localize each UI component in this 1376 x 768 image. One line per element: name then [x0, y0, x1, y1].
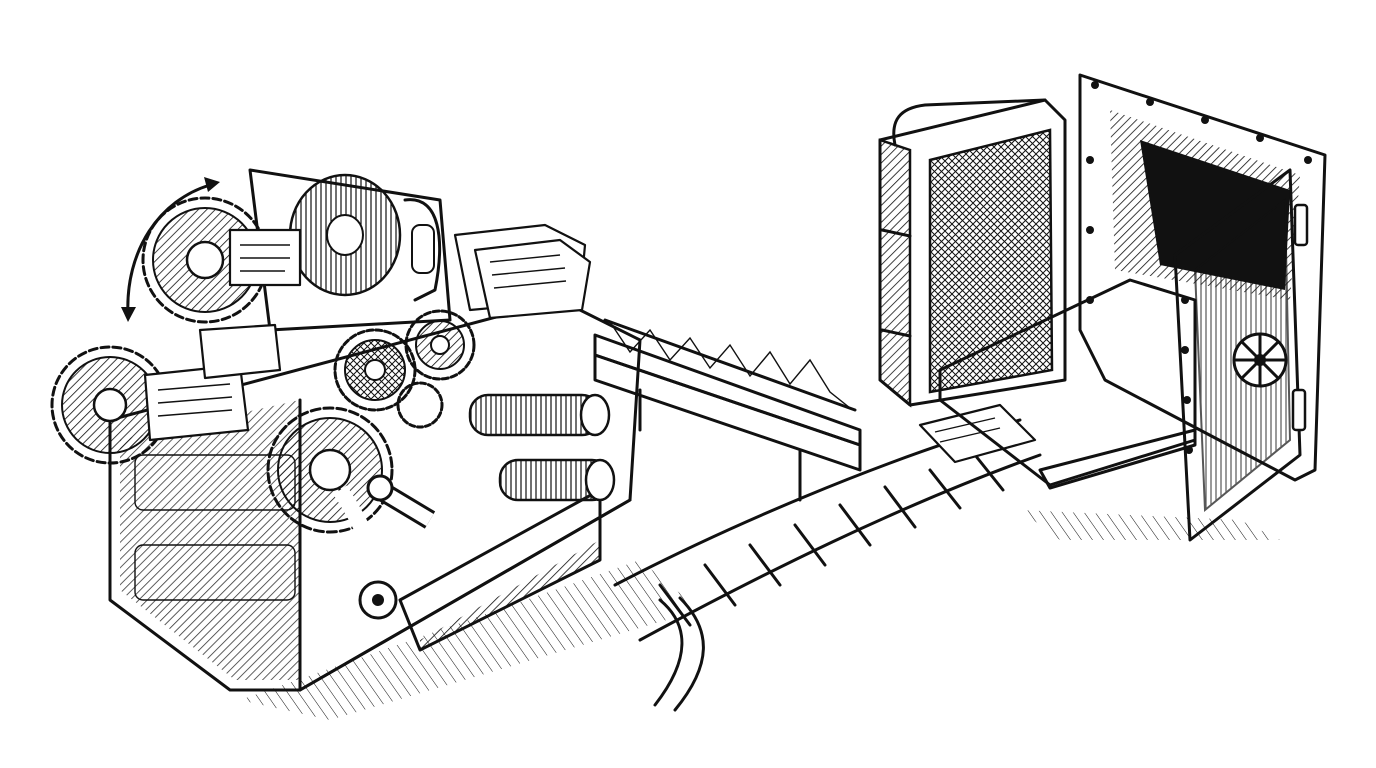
gear-machine	[50, 168, 642, 692]
conveyor-bridge	[593, 318, 862, 502]
rail-ties	[658, 453, 1005, 627]
vault-door	[1173, 168, 1309, 542]
paper-roll-frame	[228, 168, 452, 332]
rotation-arrow-icon	[121, 177, 220, 322]
ground-shadow	[240, 510, 1280, 720]
machine-cylinders	[468, 393, 616, 502]
paper-stack	[143, 223, 592, 442]
gear-bottom-left	[50, 345, 170, 465]
crank-arms	[333, 474, 436, 620]
vault-safe	[938, 73, 1327, 542]
rail-track	[613, 403, 1042, 712]
gear-middle	[333, 309, 476, 429]
large-book	[878, 98, 1067, 408]
gear-large-lower	[266, 406, 394, 534]
